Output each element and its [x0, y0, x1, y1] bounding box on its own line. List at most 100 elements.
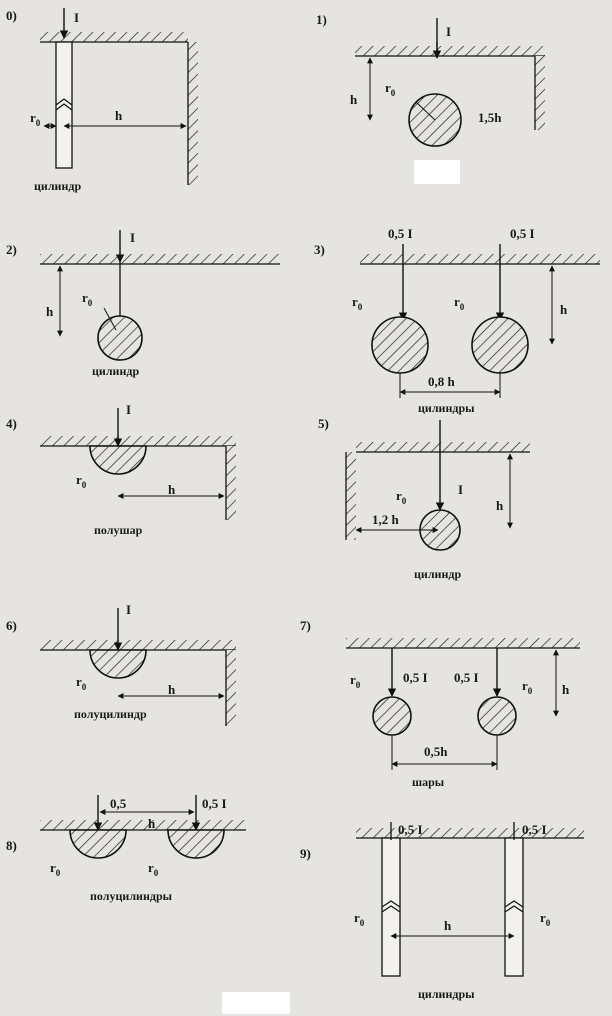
radius-label: r0 [354, 910, 365, 928]
electrode-sphere [97, 315, 143, 361]
radius-label: r0 [82, 290, 93, 308]
caption: цилиндр [92, 364, 139, 378]
current-label: 0,5 I [454, 670, 479, 685]
panel-number: 7) [300, 618, 311, 633]
electrode-half-cylinder [69, 829, 127, 859]
electrode-sphere [372, 696, 412, 736]
current-label: 0,5 I [510, 226, 535, 241]
ground-hatch [40, 436, 236, 446]
panel-number: 6) [6, 618, 17, 633]
caption: цилиндры [418, 401, 475, 415]
ground-hatch [346, 452, 356, 540]
current-label: 0,5 I [522, 822, 547, 837]
electrode-cylinder [471, 316, 529, 374]
radius-leader [103, 307, 117, 331]
rod-electrode [381, 837, 401, 977]
ground-hatch [226, 650, 236, 726]
radius-label: r0 [540, 910, 551, 928]
panel-1: 1) Ir0 h 1,5h [316, 12, 545, 184]
panel-number: 4) [6, 416, 17, 431]
caption: цилиндры [418, 987, 475, 1001]
radius-label: r0 [148, 860, 159, 878]
distance-label: h [444, 918, 452, 933]
ground-hatch [356, 828, 584, 838]
radius-label: r0 [76, 674, 87, 692]
panel-number: 5) [318, 416, 329, 431]
distance-label: h [115, 108, 123, 123]
electrode-sphere [477, 696, 517, 736]
blank-patch [414, 160, 460, 184]
electrode-cylinder [371, 316, 429, 374]
radius-label: r0 [522, 678, 533, 696]
ground-hatch [40, 640, 236, 650]
panel-number: 9) [300, 846, 311, 861]
radius-label: r0 [30, 110, 41, 128]
panel-0: 0) Ir0 h цилиндр [6, 8, 198, 193]
current-label: 0,5 I [388, 226, 413, 241]
current-label: 0,5 I [403, 670, 428, 685]
distance-label: 1,2 h [372, 512, 400, 527]
depth-label: h [560, 302, 568, 317]
electrode-half-cylinder [89, 649, 147, 679]
distance-label: 0,5h [424, 744, 448, 759]
rod-electrode [55, 41, 73, 169]
caption: цилиндр [414, 567, 461, 581]
current-label: I [74, 10, 79, 25]
panel-number: 2) [6, 242, 17, 257]
panel-number: 1) [316, 12, 327, 27]
rod-break [55, 98, 73, 106]
ground-hatch [356, 442, 530, 452]
rod-break [504, 900, 524, 908]
current-label: 0,5 I [202, 796, 227, 811]
ground-hatch [535, 56, 545, 130]
distance-label: 1,5h [478, 110, 502, 125]
ground-hatch [40, 254, 280, 264]
distance-label: h [168, 682, 176, 697]
panel-9: 9) 0,5 I 0,5 I r0 r0 h цилиндры [300, 822, 584, 1001]
panel-number: 3) [314, 242, 325, 257]
distance-label: h [168, 482, 176, 497]
radius-label: r0 [350, 672, 361, 690]
panel-number: 8) [6, 838, 17, 853]
blank-patch [222, 992, 290, 1014]
ground-hatch [226, 446, 236, 520]
rod-break [381, 900, 401, 908]
ground-hatch [360, 254, 600, 264]
radius-line [415, 101, 436, 121]
radius-label: r0 [76, 472, 87, 490]
depth-label: h [350, 92, 358, 107]
current-label: 0,5 [110, 796, 127, 811]
caption: полуцилиндр [74, 707, 147, 721]
radius-label: r0 [385, 80, 396, 98]
ground-hatch [40, 32, 188, 42]
rod-break [381, 905, 401, 913]
rod-electrode [504, 837, 524, 977]
current-label: I [458, 482, 463, 497]
rod-break [55, 103, 73, 111]
electrode-hemisphere [89, 445, 147, 475]
current-label: 0,5 I [398, 822, 423, 837]
panel-7: 7) 0,5 I 0,5 I r0 r0 h 0,5h шары [300, 618, 580, 789]
caption: цилиндр [34, 179, 81, 193]
caption: шары [412, 775, 445, 789]
ground-hatch [40, 820, 246, 830]
current-label: I [130, 230, 135, 245]
radius-label: r0 [50, 860, 61, 878]
distance-label: 0,8 h [428, 374, 456, 389]
radius-label: r0 [352, 294, 363, 312]
caption: полушар [94, 523, 143, 537]
current-label: I [446, 24, 451, 39]
panel-number: 0) [6, 8, 17, 23]
depth-label: h [562, 682, 570, 697]
electrode-half-cylinder [167, 829, 225, 859]
radius-label: r0 [396, 488, 407, 506]
rod-break [504, 905, 524, 913]
current-label: I [126, 402, 131, 417]
ground-hatch [346, 638, 580, 648]
